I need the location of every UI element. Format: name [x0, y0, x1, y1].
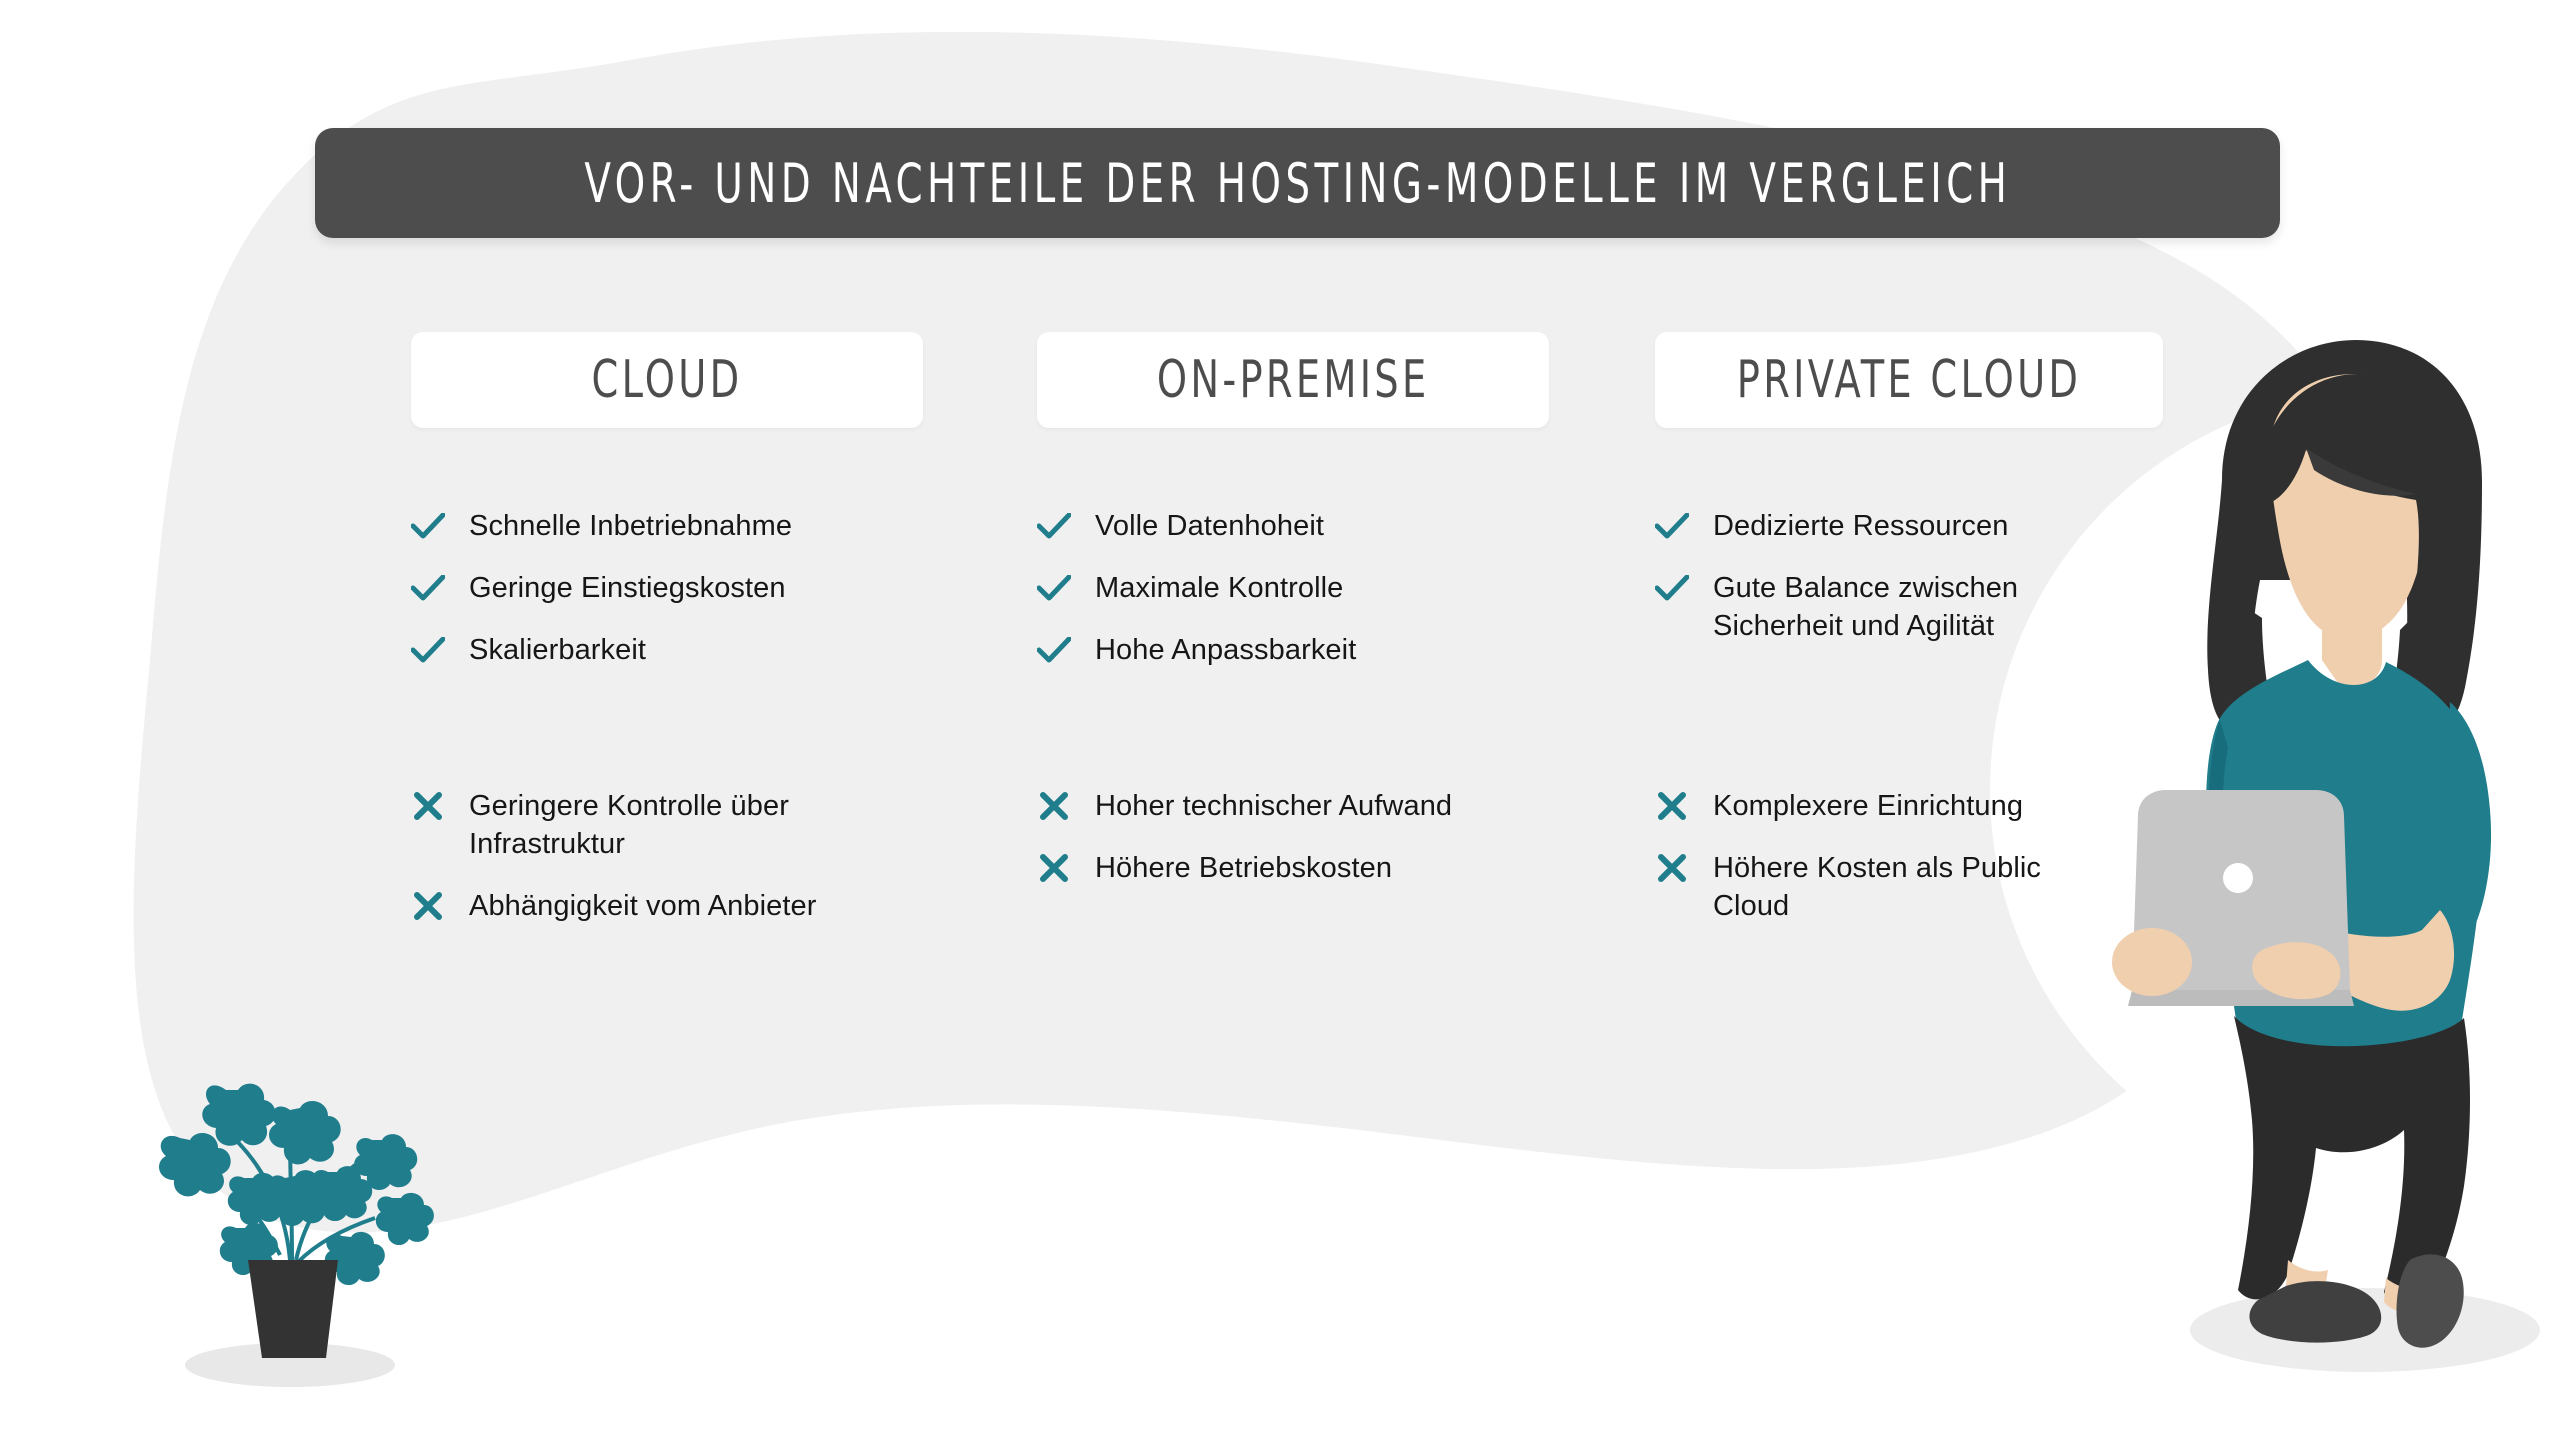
check-icon [1655, 569, 1689, 607]
pros-list-private-cloud: Dedizierte Ressourcen Gute Balance zwisc… [1655, 507, 2125, 645]
list-item-label: Maximale Kontrolle [1095, 572, 1344, 604]
list-item-label: Komplexere Einrichtung [1713, 790, 2024, 822]
cross-icon [1655, 787, 1689, 825]
list-item: Geringe Einstiegskosten [411, 569, 881, 607]
list-item: Hohe Anpassbarkeit [1037, 631, 1549, 669]
column-title: CLOUD [591, 350, 743, 410]
list-item-label: Gute Balance zwischen Sicherheit und Agi… [1713, 572, 2019, 642]
list-item: Geringere Kontrolle über Infrastruktur [411, 787, 881, 863]
list-item: Skalierbarkeit [411, 631, 881, 669]
list-item-label: Schnelle Inbetriebnahme [469, 510, 793, 542]
column-title: PRIVATE CLOUD [1736, 350, 2082, 410]
person-with-laptop-illustration [2112, 340, 2540, 1372]
list-item-label: Hohe Anpassbarkeit [1095, 634, 1357, 666]
cons-list-on-premise: Hoher technischer Aufwand Höhere Betrieb… [1037, 787, 1549, 887]
check-icon [1037, 569, 1071, 607]
column-header-cloud: CLOUD [411, 332, 923, 428]
list-item: Hoher technischer Aufwand [1037, 787, 1549, 825]
page-title-bar: VOR- UND NACHTEILE DER HOSTING-MODELLE I… [315, 128, 2280, 238]
cross-icon [1037, 787, 1071, 825]
check-icon [1037, 631, 1071, 669]
column-cloud: CLOUD Schnelle Inbetriebnahme Geringe Ei… [411, 332, 923, 922]
list-item: Dedizierte Ressourcen [1655, 507, 2125, 545]
list-item: Gute Balance zwischen Sicherheit und Agi… [1655, 569, 2125, 645]
cross-icon [1037, 849, 1071, 887]
column-header-on-premise: ON-PREMISE [1037, 332, 1549, 428]
page-title: VOR- UND NACHTEILE DER HOSTING-MODELLE I… [584, 151, 2011, 215]
cross-icon [1655, 849, 1689, 887]
column-header-private-cloud: PRIVATE CLOUD [1655, 332, 2163, 428]
pros-list-on-premise: Volle Datenhoheit Maximale Kontrolle Hoh… [1037, 507, 1549, 669]
list-item-label: Dedizierte Ressourcen [1713, 510, 2009, 542]
list-item-label: Geringere Kontrolle über Infrastruktur [469, 790, 789, 860]
list-item: Maximale Kontrolle [1037, 569, 1549, 607]
list-item: Abhängigkeit vom Anbieter [411, 887, 881, 925]
cons-list-private-cloud: Komplexere Einrichtung Höhere Kosten als… [1655, 787, 2125, 925]
list-item: Komplexere Einrichtung [1655, 787, 2125, 825]
list-item-label: Höhere Kosten als Public Cloud [1713, 852, 2042, 922]
list-item: Höhere Betriebskosten [1037, 849, 1549, 887]
list-item-label: Volle Datenhoheit [1095, 510, 1325, 542]
column-on-premise: ON-PREMISE Volle Datenhoheit Maximale Ko… [1037, 332, 1549, 884]
check-icon [1655, 507, 1689, 545]
check-icon [411, 631, 445, 669]
list-item-label: Hoher technischer Aufwand [1095, 790, 1453, 822]
pros-list-cloud: Schnelle Inbetriebnahme Geringe Einstieg… [411, 507, 881, 669]
list-item-label: Skalierbarkeit [469, 634, 647, 666]
check-icon [411, 507, 445, 545]
cons-list-cloud: Geringere Kontrolle über Infrastruktur A… [411, 787, 881, 925]
column-private-cloud: PRIVATE CLOUD Dedizierte Ressourcen Gute… [1655, 332, 2167, 922]
potted-plant-illustration [159, 1083, 434, 1387]
list-item: Volle Datenhoheit [1037, 507, 1549, 545]
column-title: ON-PREMISE [1156, 350, 1430, 410]
check-icon [411, 569, 445, 607]
list-item-label: Geringe Einstiegskosten [469, 572, 786, 604]
list-item: Schnelle Inbetriebnahme [411, 507, 881, 545]
list-item-label: Abhängigkeit vom Anbieter [469, 890, 817, 922]
cross-icon [411, 887, 445, 925]
cross-icon [411, 787, 445, 825]
list-item: Höhere Kosten als Public Cloud [1655, 849, 2125, 925]
check-icon [1037, 507, 1071, 545]
list-item-label: Höhere Betriebskosten [1095, 852, 1393, 884]
